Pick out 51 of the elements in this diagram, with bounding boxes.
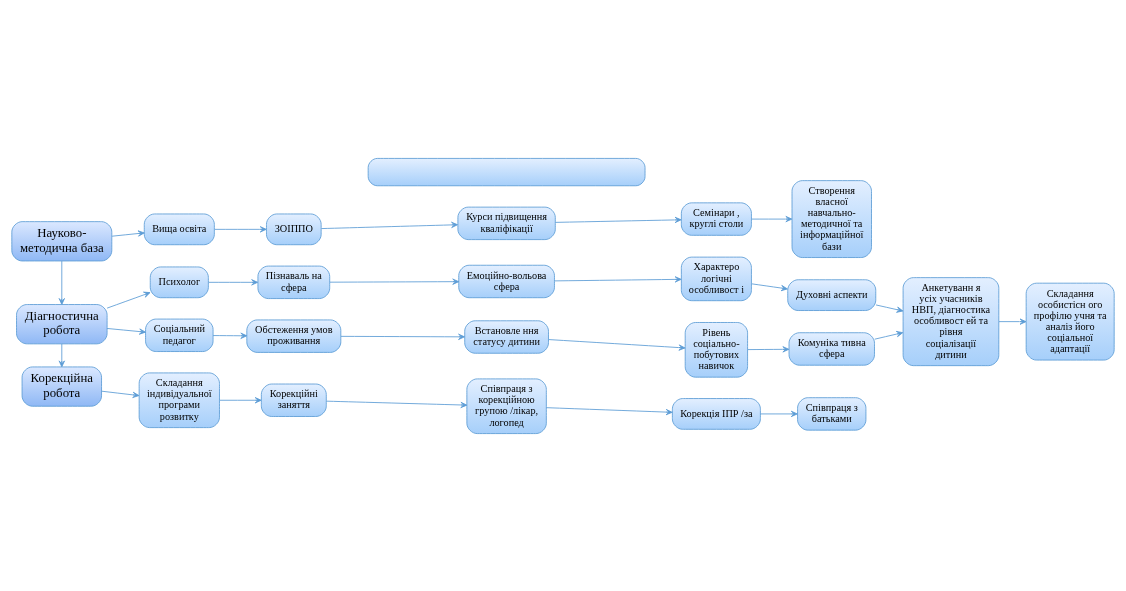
arrow [875, 304, 904, 313]
node-box [367, 157, 646, 186]
node-box: Складання особистісн ого профілю учня та аналіз його соціальної адаптації [1025, 282, 1115, 360]
node-box: Соціальний педагог [145, 318, 214, 352]
arrow [106, 327, 146, 335]
arrow [554, 275, 682, 283]
arrow [214, 225, 267, 232]
arrow [751, 282, 788, 291]
arrow [998, 318, 1027, 325]
arrow [548, 338, 686, 351]
node-box: Створення власної навчально-методичної та інформаційної бази [791, 179, 872, 258]
arrow [58, 260, 65, 305]
arrow [208, 278, 259, 285]
arrow [329, 278, 460, 285]
node-box: Комуніка тивна сфера [788, 331, 875, 366]
node-box: Духовні аспекти [787, 278, 877, 311]
node-box: Співпраця з корекційною групою /лікар, логопед [466, 377, 547, 434]
arrow [326, 400, 468, 408]
node-box: Науково-методична база [11, 220, 113, 261]
node-box: Пізнаваль на сфера [257, 265, 331, 299]
arrow [212, 332, 248, 339]
arrow [555, 216, 682, 223]
arrow [58, 342, 65, 367]
arrow [101, 390, 140, 398]
node-box: Анкетуванн я усіх учасників НВП, діагностика особливост ей та рівня соціалізації дитини [902, 276, 1000, 366]
node-box: Курси підвищення кваліфікації [457, 206, 556, 240]
node-box: Вища освіта [143, 213, 215, 245]
arrow [106, 291, 151, 309]
arrow [320, 221, 458, 229]
arrow [111, 229, 145, 237]
arrow [545, 406, 673, 415]
node-box: Емоційно-вольова сфера [458, 264, 555, 298]
arrow [760, 410, 798, 417]
node-box: Характеро логічні особливост і [680, 256, 752, 301]
node-box: Корекційна робота [21, 366, 102, 407]
arrow [751, 215, 793, 222]
node-box: Встановле ння статусу дитини [464, 319, 549, 354]
node-box: Корекція ІПР /за [671, 397, 761, 430]
arrow [747, 345, 790, 352]
node-box: Обстеження умов проживання [246, 319, 342, 353]
node-box: Діагностична робота [16, 303, 108, 344]
node-box: Семінари , круглі столи [680, 201, 752, 236]
node-box: Складання індивідуальної програми розвитку [138, 372, 220, 428]
node-box: ЗОІППО [266, 213, 322, 245]
node-box: Психолог [149, 266, 209, 298]
arrow [874, 330, 904, 340]
node-box: Корекційні заняття [260, 383, 327, 417]
arrow [340, 333, 465, 340]
node-box: Рівень соціально-побутових навичок [684, 321, 748, 378]
node-box: Співпраця з батьками [797, 396, 867, 431]
arrow [219, 396, 262, 403]
